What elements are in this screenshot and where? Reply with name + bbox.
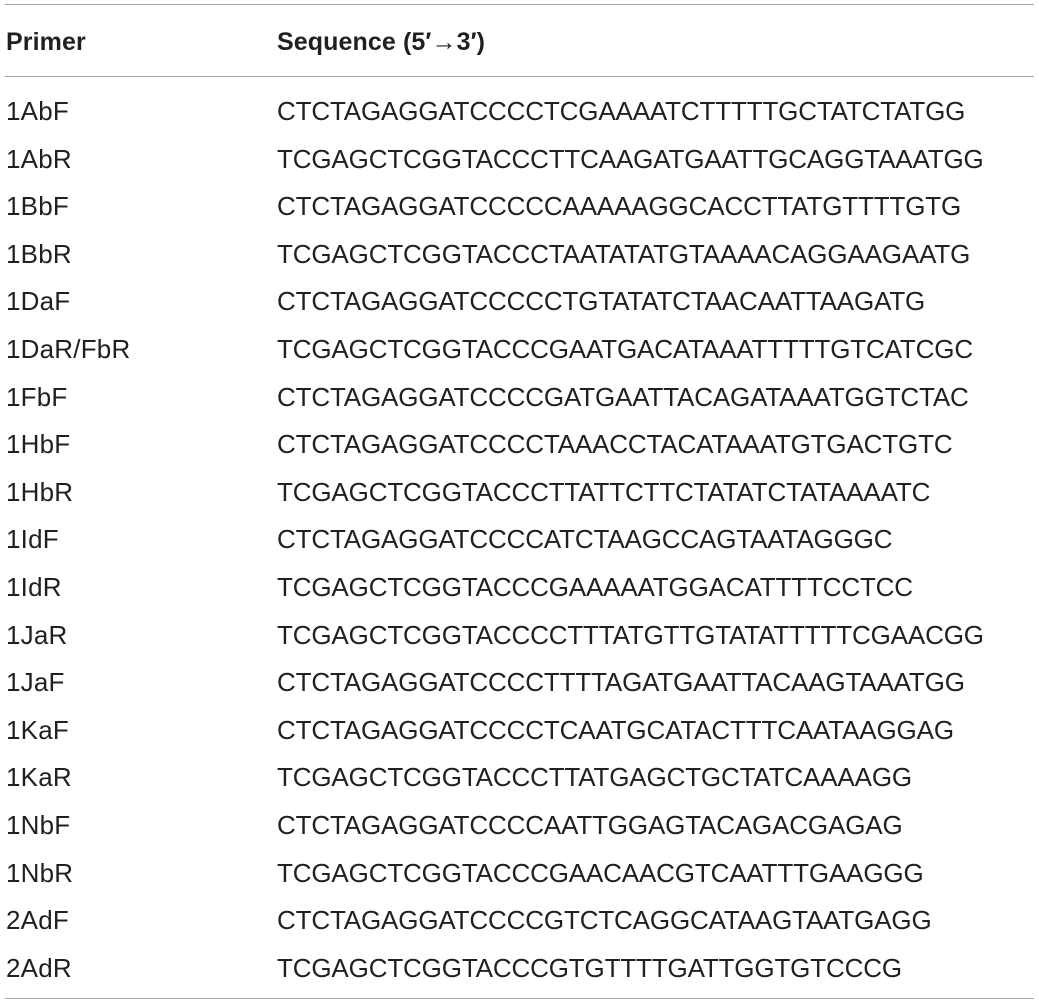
table-row: 1HbR TCGAGCTCGGTACCCTTATTCTTCTATATCTATAAA… (0, 470, 1039, 518)
table-bottom-rule (5, 998, 1034, 999)
sequence-cell: TCGAGCTCGGTACCCGTGTTTTGATTGGTGTCCCG (277, 952, 902, 983)
primer-name-cell: 1IdR (6, 571, 62, 602)
table-row: 1BbF CTCTAGAGGATCCCCCAAAAAGGCACCTTATGTTTT… (0, 184, 1039, 232)
table-row: 1NbR TCGAGCTCGGTACCCGAACAACGTCAATTTGAAGGG (0, 851, 1039, 899)
table-header-row: Primer Sequence (5′→3′) (0, 22, 1039, 62)
sequence-cell: CTCTAGAGGATCCCCCTGTATATCTAACAATTAAGATG (277, 286, 926, 317)
primer-name-cell: 1FbF (6, 381, 68, 412)
table-row: 1IdF CTCTAGAGGATCCCCATCTAAGCCAGTAATAGGGC (0, 517, 1039, 565)
primer-name-cell: 1HbF (6, 429, 71, 460)
primer-name-cell: 1BbR (6, 238, 72, 269)
table-row: 1AbF CTCTAGAGGATCCCCTCGAAAATCTTTTTGCTATCT… (0, 89, 1039, 137)
sequence-cell: CTCTAGAGGATCCCCAATTGGAGTACAGACGAGAG (277, 809, 903, 840)
header-sequence: Sequence (5′→3′) (277, 28, 486, 56)
sequence-cell: CTCTAGAGGATCCCCGATGAATTACAGATAAATGGTCTAC (277, 381, 969, 412)
primer-name-cell: 1NbF (6, 809, 71, 840)
sequence-cell: TCGAGCTCGGTACCCTTATGAGCTGCTATCAAAAGG (277, 762, 912, 793)
table-row: 1KaR TCGAGCTCGGTACCCTTATGAGCTGCTATCAAAAGG (0, 755, 1039, 803)
table-row: 1DaF CTCTAGAGGATCCCCCTGTATATCTAACAATTAAGA… (0, 279, 1039, 327)
table-row: 1FbF CTCTAGAGGATCCCCGATGAATTACAGATAAATGGT… (0, 375, 1039, 423)
primer-name-cell: 1AbF (6, 96, 69, 126)
sequence-cell: CTCTAGAGGATCCCCGTCTCAGGCATAAGTAATGAGG (277, 905, 932, 936)
primer-name-cell: 1IdF (6, 524, 59, 555)
header-primer: Primer (6, 28, 86, 56)
primer-name-cell: 1AbR (6, 143, 72, 174)
primer-name-cell: 1KaF (6, 714, 69, 745)
sequence-cell: CTCTAGAGGATCCCCCAAAAAGGCACCTTATGTTTTGTG (277, 191, 962, 222)
table-body: 1AbF CTCTAGAGGATCCCCTCGAAAATCTTTTTGCTATCT… (0, 89, 1039, 993)
primer-name-cell: 1HbR (6, 476, 74, 507)
table-row: 1HbF CTCTAGAGGATCCCCTAAACCTACATAAATGTGACT… (0, 422, 1039, 470)
sequence-cell: TCGAGCTCGGTACCCTTCAAGATGAATTGCAGGTAAATGG (277, 143, 984, 174)
sequence-cell: TCGAGCTCGGTACCCGAAAAATGGACATTTTCCTCC (277, 571, 913, 602)
table-row: 2AdR TCGAGCTCGGTACCCGTGTTTTGATTGGTGTCCCG (0, 946, 1039, 994)
sequence-cell: TCGAGCTCGGTACCCTAATATATGTAAAACAGGAAGAATG (277, 238, 971, 269)
primer-name-cell: 1DaF (6, 286, 71, 317)
table-row: 2AdF CTCTAGAGGATCCCCGTCTCAGGCATAAGTAATGAG… (0, 898, 1039, 946)
table-row: 1NbF CTCTAGAGGATCCCCAATTGGAGTACAGACGAGAG (0, 803, 1039, 851)
table-row: 1JaF CTCTAGAGGATCCCCTTTTAGATGAATTACAAGTAA… (0, 660, 1039, 708)
primer-name-cell: 1BbF (6, 191, 69, 222)
primer-name-cell: 2AdF (6, 905, 69, 936)
primer-name-cell: 1DaR/FbR (6, 333, 131, 364)
table-row: 1BbR TCGAGCTCGGTACCCTAATATATGTAAAACAGGAAG… (0, 232, 1039, 280)
table-row: 1KaF CTCTAGAGGATCCCCTCAATGCATACTTTCAATAAG… (0, 708, 1039, 756)
sequence-cell: CTCTAGAGGATCCCCATCTAAGCCAGTAATAGGGC (277, 524, 893, 555)
table-top-rule (5, 4, 1034, 5)
primer-name-cell: 2AdR (6, 952, 72, 983)
table-row: 1DaR/FbR TCGAGCTCGGTACCCGAATGACATAAATTTTT… (0, 327, 1039, 375)
sequence-cell: CTCTAGAGGATCCCCTCAATGCATACTTTCAATAAGGAG (277, 714, 954, 745)
primer-name-cell: 1KaR (6, 762, 72, 793)
primer-name-cell: 1NbR (6, 857, 74, 888)
sequence-cell: TCGAGCTCGGTACCCGAACAACGTCAATTTGAAGGG (277, 857, 924, 888)
table-header-rule (5, 76, 1034, 77)
sequence-cell: TCGAGCTCGGTACCCTTATTCTTCTATATCTATAAAATC (277, 476, 931, 507)
table-row: 1IdR TCGAGCTCGGTACCCGAAAAATGGACATTTTCCTCC (0, 565, 1039, 613)
sequence-cell: CTCTAGAGGATCCCCTTTTAGATGAATTACAAGTAAATGG (277, 667, 965, 698)
primer-name-cell: 1JaF (6, 667, 65, 698)
sequence-cell: TCGAGCTCGGTACCCGAATGACATAAATTTTTGTCATCGC (277, 333, 973, 364)
table-row: 1AbR TCGAGCTCGGTACCCTTCAAGATGAATTGCAGGTAA… (0, 137, 1039, 185)
primer-name-cell: 1JaR (6, 619, 68, 650)
sequence-cell: TCGAGCTCGGTACCCCTTTATGTTGTATATTTTTCGAACG… (277, 619, 984, 650)
sequence-cell: CTCTAGAGGATCCCCTAAACCTACATAAATGTGACTGTC (277, 429, 953, 460)
sequence-cell: CTCTAGAGGATCCCCTCGAAAATCTTTTTGCTATCTATGG (277, 96, 966, 126)
table-row: 1JaR TCGAGCTCGGTACCCCTTTATGTTGTATATTTTTCG… (0, 613, 1039, 661)
